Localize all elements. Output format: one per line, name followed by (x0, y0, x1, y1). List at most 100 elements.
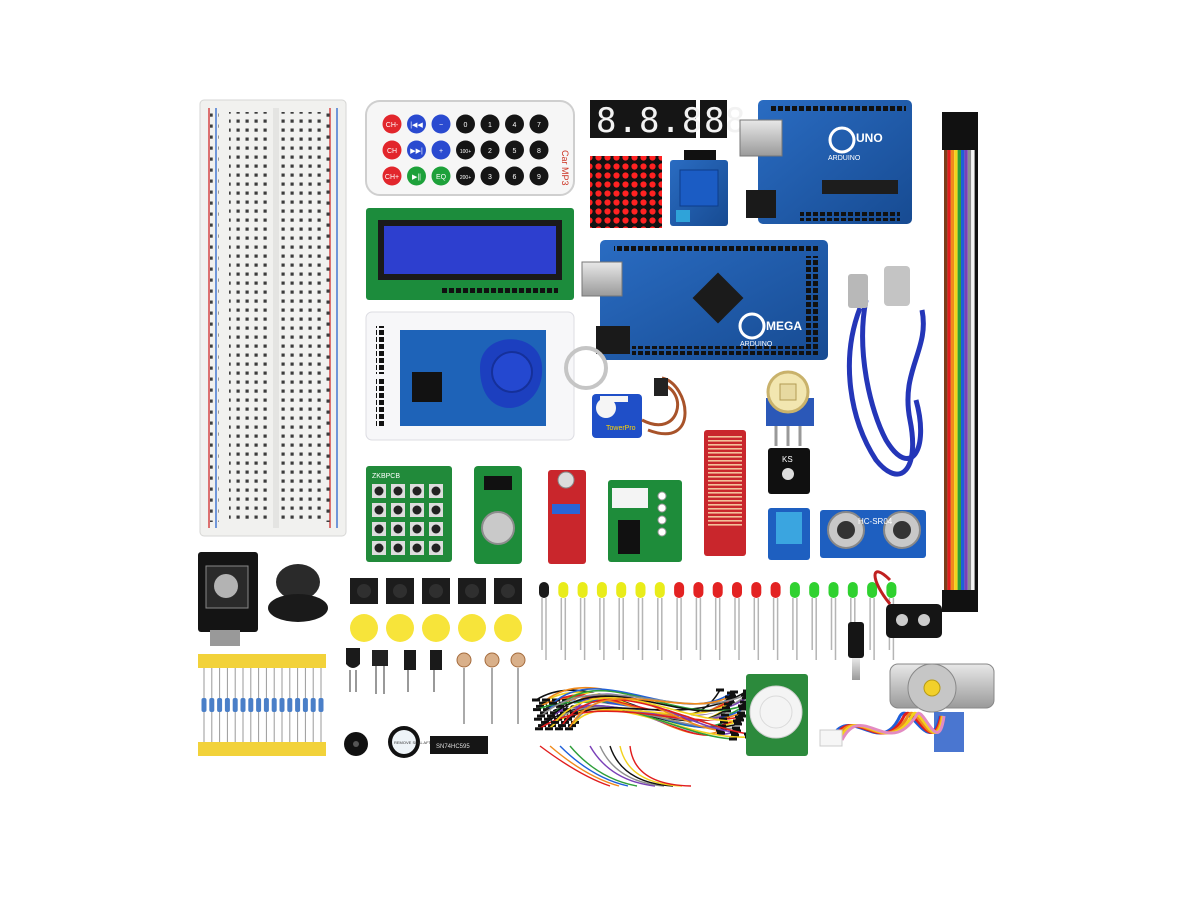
button-cap (494, 614, 522, 642)
usb-a-connector (884, 266, 910, 306)
remote-key-label: 9 (537, 174, 541, 181)
ultrasonic-hc-sr04: HC-SR04 (820, 510, 926, 558)
remote-key: 8 (529, 140, 549, 160)
dht11-sensor (768, 508, 810, 560)
remote-key-label: ▶|| (412, 174, 421, 181)
remote-key-label: CH+ (385, 174, 399, 181)
remote-key: CH- (382, 114, 402, 134)
led-green (809, 582, 820, 660)
seven-segment-4digit: 8.8.8.8. (590, 100, 768, 141)
resistor (271, 698, 277, 712)
seven-segment-1digit: 8 (700, 100, 727, 141)
servo-motor: TowerPro (592, 376, 687, 438)
remote-key: ▶▶| (407, 140, 426, 160)
remote-key-label: CH- (386, 122, 399, 129)
remote-key: |◀◀ (407, 114, 426, 134)
passive-buzzer (344, 732, 368, 756)
resistor (232, 698, 238, 712)
led-green (828, 582, 839, 660)
remote-key: 4 (505, 114, 524, 134)
led-red (712, 582, 723, 660)
resistor (295, 698, 301, 712)
sound-sensor-module (548, 470, 586, 564)
led-green (789, 582, 800, 660)
svg-text:8: 8 (704, 101, 724, 141)
led-red (693, 582, 704, 660)
remote-key: 1 (480, 114, 500, 134)
ir-remote: CH-CHCH+|◀◀▶▶|▶||−+EQ0100+200+123456789 … (365, 100, 575, 196)
lcd-1602-display (366, 208, 574, 300)
remote-key: CH (382, 140, 402, 160)
ic-label: SN74HC595 (436, 744, 470, 750)
button-cap (386, 614, 414, 642)
remote-key-label: 5 (513, 148, 517, 155)
remote-key-label: CH (387, 148, 397, 155)
led-yellow (596, 582, 607, 660)
remote-key-label: EQ (436, 174, 447, 181)
resistor (318, 698, 324, 712)
led-yellow (654, 582, 665, 660)
led-red (674, 582, 685, 660)
stepper-driver-uln2003 (608, 480, 682, 562)
remote-key-label: 0 (464, 122, 468, 129)
mega-logo: MEGA (766, 319, 802, 333)
resistor (201, 698, 207, 712)
stepper-motor-wires (819, 711, 946, 747)
resistor (224, 698, 230, 712)
remote-key-label: 100+ (460, 149, 471, 155)
remote-key: 0 (456, 114, 475, 134)
remote-brand: Car MP3 (560, 150, 570, 186)
joystick-module (198, 552, 258, 646)
active-buzzer: REMOVE SEAL AFTER WASHING (388, 726, 457, 758)
remote-key: 7 (529, 114, 549, 134)
remote-key: EQ (431, 166, 451, 186)
led-yellow (558, 582, 569, 660)
resistor (256, 698, 262, 712)
arduino-uno-board: UNO ARDUINO (739, 100, 912, 224)
water-level-sensor (704, 430, 746, 556)
led-red (770, 582, 781, 660)
uno-logo: UNO (856, 131, 883, 145)
remote-key: 2 (480, 140, 500, 160)
remote-key-label: 2 (488, 148, 492, 155)
usb-b-connector (848, 274, 868, 308)
resistor (240, 698, 246, 712)
led-green (867, 582, 878, 660)
led-yellow (577, 582, 588, 660)
arduino-mega-board: MEGA ARDUINO (581, 240, 828, 360)
remote-key-label: + (439, 148, 443, 155)
ultrasonic-label: HC-SR04 (858, 517, 893, 526)
mega-brand: ARDUINO (740, 341, 773, 348)
shift-register-ic: SN74HC595 (430, 736, 488, 754)
stepper-motor-28byj48 (889, 663, 995, 752)
stepper-connector (819, 729, 843, 747)
remote-key: 100+ (456, 140, 475, 160)
led-black (539, 582, 549, 660)
remote-key: 200+ (456, 166, 475, 186)
transistor (346, 648, 360, 692)
remote-key-label: ▶▶| (410, 148, 423, 155)
led-red (751, 582, 762, 660)
ribbon-dupont-cable (942, 112, 978, 612)
remote-key-label: 3 (488, 174, 492, 181)
led-matrix-8x8 (590, 156, 662, 228)
remote-key-label: 6 (513, 174, 517, 181)
led-yellow (616, 582, 627, 660)
button-cap (350, 614, 378, 642)
remote-key-label: 1 (488, 122, 492, 129)
joystick-cap (268, 564, 328, 622)
svg-text:8.8.8.8.: 8.8.8.8. (596, 101, 768, 141)
remote-key-label: 200+ (460, 175, 471, 181)
resistor-strip (198, 654, 326, 756)
servo-label: TowerPro (606, 425, 636, 432)
uno-brand: ARDUINO (828, 155, 861, 162)
jumper-wires (532, 686, 753, 787)
potentiometer (766, 370, 814, 446)
remote-key: ▶|| (407, 166, 426, 186)
resistor (209, 698, 215, 712)
remote-key: CH+ (382, 166, 402, 186)
photoresistors (456, 652, 526, 724)
button-cap (458, 614, 486, 642)
remote-key: − (431, 114, 451, 134)
